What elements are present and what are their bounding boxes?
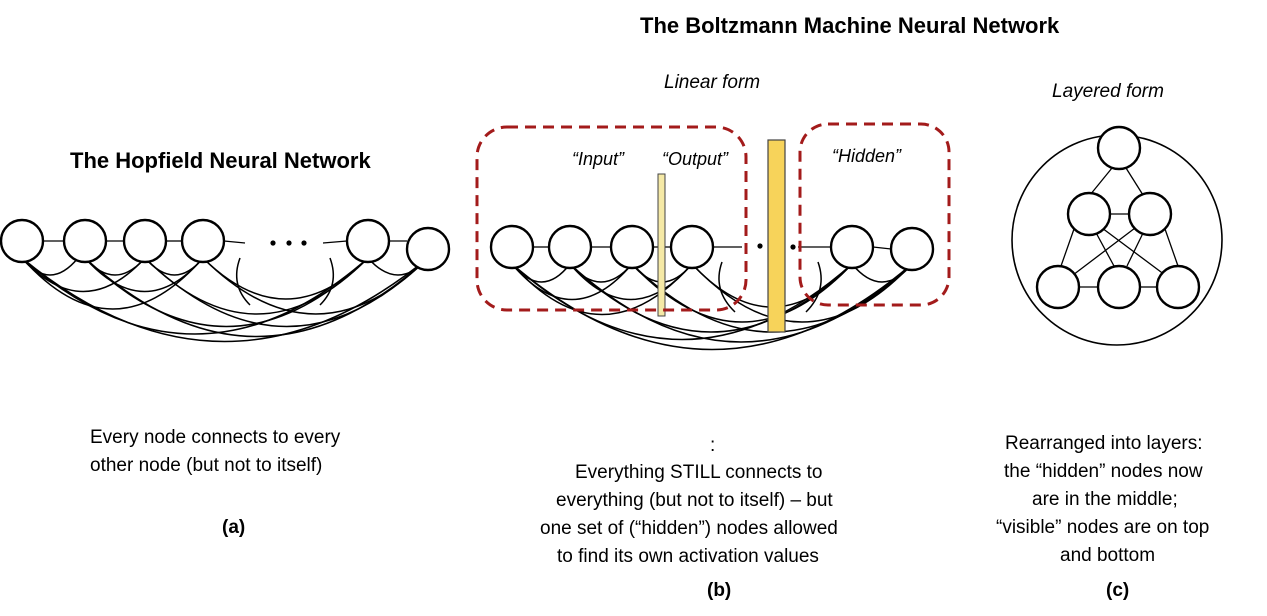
linear-form-subtitle: Linear form: [664, 72, 761, 93]
panel-c-tag: (c): [1106, 580, 1130, 601]
hopfield-chain: [43, 240, 407, 244]
visible-hidden-divider: [767, 139, 786, 333]
input-output-divider: [657, 173, 666, 317]
hopfield-arcs: [21, 257, 429, 343]
visible-group-box: [475, 125, 748, 312]
layered-caption-line: are in the middle;: [1032, 489, 1178, 510]
hopfield-title: The Hopfield Neural Network: [70, 148, 371, 173]
hidden-node: [889, 226, 935, 272]
hopfield-caption-line: other node (but not to itself): [90, 455, 323, 476]
boltzmann-caption-line: one set of (“hidden”) nodes allowed: [540, 518, 838, 539]
visible-node: [669, 224, 715, 270]
boltzmann-caption-line: to find its own activation values: [557, 546, 819, 567]
visible-node: [609, 224, 655, 270]
bottom-visible-node: [1155, 264, 1201, 310]
boltzmann-linear-network: [475, 122, 951, 351]
hidden-node: [829, 224, 875, 270]
hopfield-node: [405, 226, 451, 272]
hidden-label: “Hidden”: [832, 146, 902, 166]
bottom-visible-node: [1096, 264, 1142, 310]
hidden-group-box: [798, 122, 951, 307]
boltzmann-arcs: [511, 261, 913, 351]
panel-a-tag: (a): [222, 517, 246, 538]
layered-caption-line: the “hidden” nodes now: [1004, 461, 1203, 482]
hopfield-node: [345, 218, 391, 264]
visible-node: [489, 224, 535, 270]
ellipsis-dot: [757, 243, 763, 249]
layer-edges: [1060, 167, 1179, 288]
hopfield-node: [122, 218, 168, 264]
boltzmann-caption-line: :: [710, 435, 716, 456]
layered-form-subtitle: Layered form: [1052, 81, 1164, 102]
hopfield-network: [0, 218, 451, 343]
ellipsis-dot: [301, 240, 307, 246]
hidden-layer-node: [1066, 191, 1112, 237]
visible-node: [547, 224, 593, 270]
layered-caption-line: “visible” nodes are on top: [996, 517, 1210, 538]
ellipsis-dot: [286, 240, 292, 246]
panel-b-tag: (b): [707, 580, 732, 601]
boltzmann-caption-line: everything (but not to itself) – but: [556, 490, 833, 511]
ellipsis-dot: [270, 240, 276, 246]
output-label: “Output”: [662, 149, 729, 169]
boltzmann-caption-line: Everything STILL connects to: [575, 462, 823, 483]
hidden-layer-node: [1127, 191, 1173, 237]
input-label: “Input”: [572, 149, 625, 169]
hopfield-node: [0, 218, 45, 264]
top-visible-node: [1096, 125, 1142, 171]
layered-caption-line: and bottom: [1060, 545, 1156, 566]
layered-caption-line: Rearranged into layers:: [1005, 433, 1203, 454]
boltzmann-layered-network: [1011, 125, 1223, 346]
ellipsis-dot: [790, 244, 796, 250]
main-title: The Boltzmann Machine Neural Network: [640, 13, 1060, 38]
bottom-visible-node: [1035, 264, 1081, 310]
hopfield-node: [180, 218, 226, 264]
hopfield-node: [62, 218, 108, 264]
hopfield-caption-line: Every node connects to every: [90, 427, 341, 448]
